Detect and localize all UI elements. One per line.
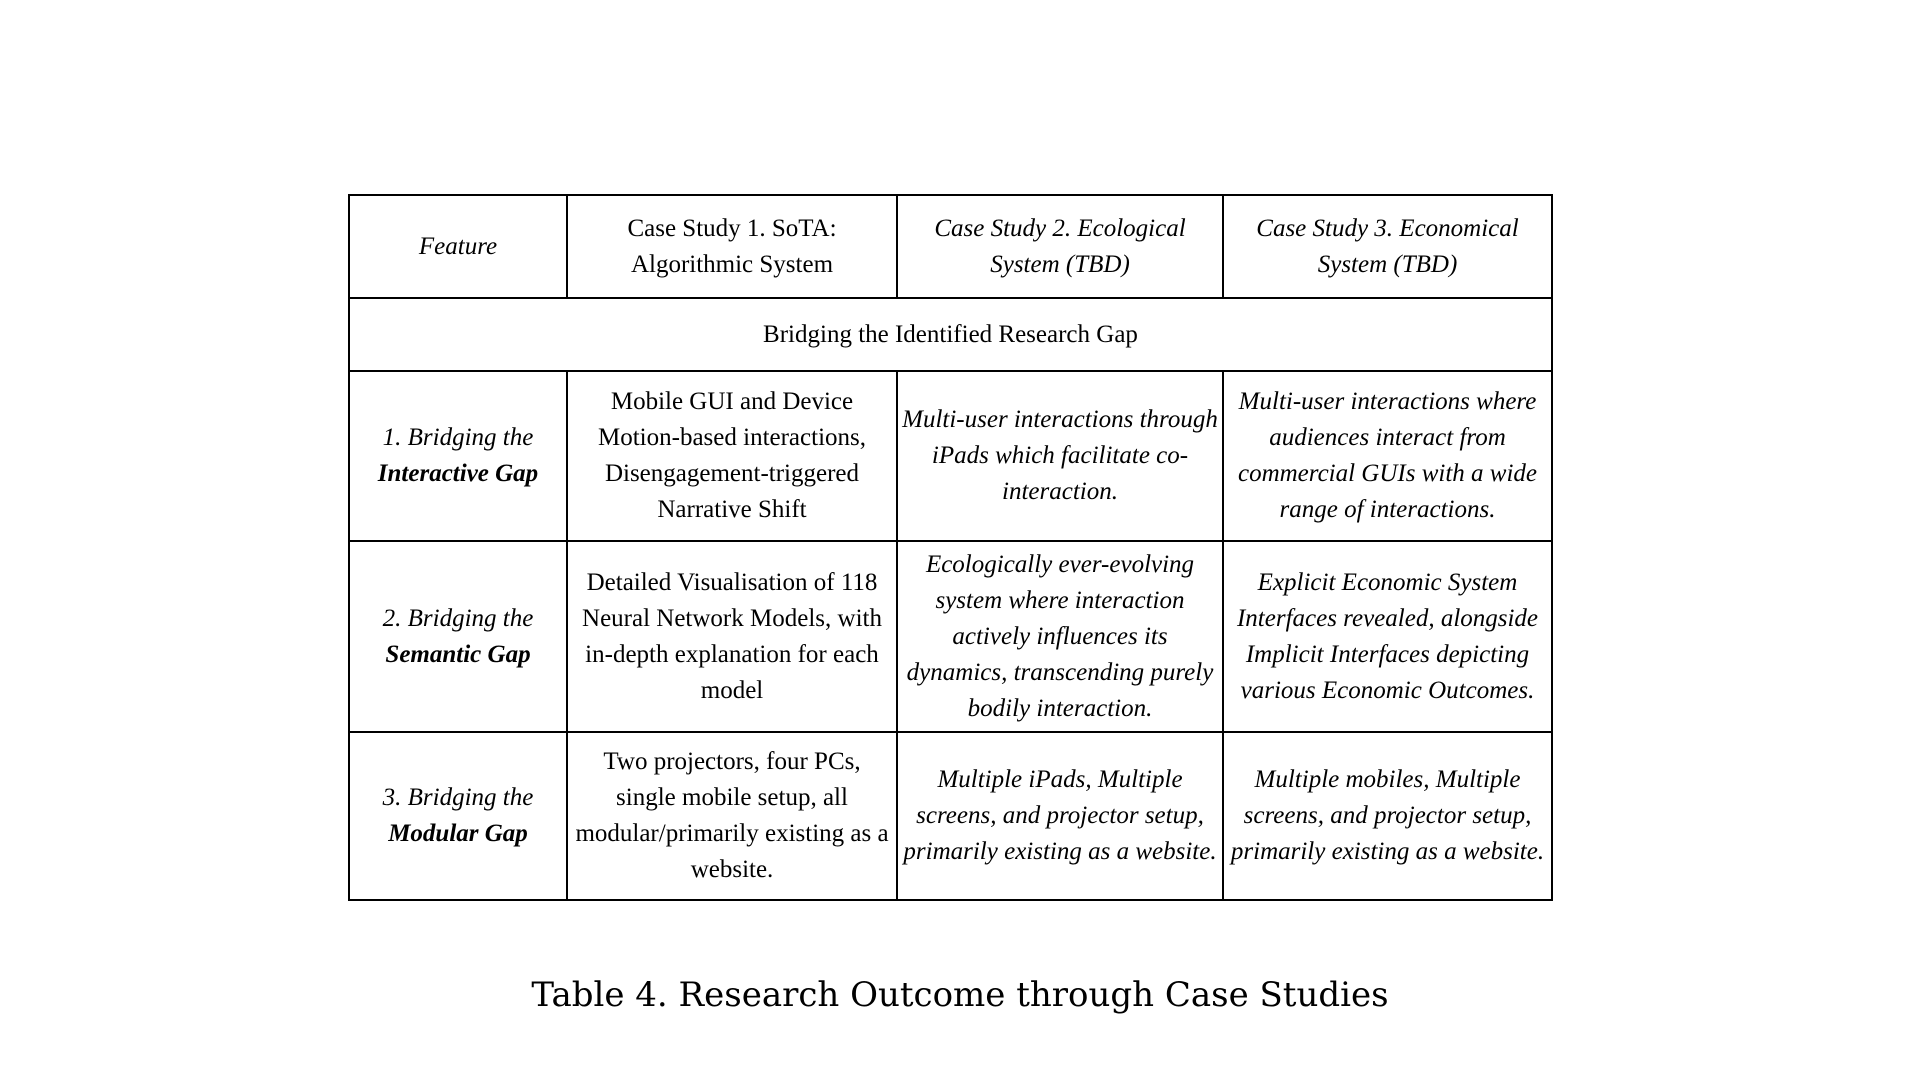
- header-case-study-2: Case Study 2. Ecological System (TBD): [896, 194, 1224, 299]
- section-row: Bridging the Identified Research Gap: [348, 297, 1553, 372]
- header-case-study-3: Case Study 3. Economical System (TBD): [1222, 194, 1553, 299]
- header-feature: Feature: [348, 194, 568, 299]
- feature-name: Interactive Gap: [377, 460, 539, 487]
- research-outcome-table-container: Feature Case Study 1. SoTA: Algorithmic …: [348, 194, 1553, 901]
- table-caption: Table 4. Research Outcome through Case S…: [531, 975, 1389, 1015]
- cell-case-2-modular: Multiple iPads, Multiple screens, and pr…: [896, 731, 1224, 901]
- header-case-study-1: Case Study 1. SoTA: Algorithmic System: [566, 194, 898, 299]
- feature-prefix: 2. Bridging the: [382, 604, 534, 632]
- table-row-semantic-gap: 2. Bridging the Semantic Gap Detailed Vi…: [348, 540, 1553, 733]
- cell-case-1-interactive: Mobile GUI and Device Motion-based inter…: [566, 370, 898, 542]
- cell-case-1-modular: Two projectors, four PCs, single mobile …: [566, 731, 898, 901]
- feature-prefix: 3. Bridging the: [382, 784, 534, 811]
- research-outcome-table: Feature Case Study 1. SoTA: Algorithmic …: [348, 194, 1553, 901]
- feature-name: Modular Gap: [388, 820, 528, 847]
- cell-case-2-interactive: Multi-user interactions through iPads wh…: [896, 370, 1224, 542]
- table-row-interactive-gap: 1. Bridging the Interactive Gap Mobile G…: [348, 370, 1553, 542]
- cell-case-3-modular: Multiple mobiles, Multiple screens, and …: [1222, 731, 1553, 901]
- feature-modular-gap: 3. Bridging the Modular Gap: [348, 731, 568, 901]
- section-title: Bridging the Identified Research Gap: [348, 297, 1553, 372]
- feature-interactive-gap: 1. Bridging the Interactive Gap: [348, 370, 568, 542]
- table-row-modular-gap: 3. Bridging the Modular Gap Two projecto…: [348, 731, 1553, 901]
- cell-case-3-interactive: Multi-user interactions where audiences …: [1222, 370, 1553, 542]
- cell-case-3-semantic: Explicit Economic System Interfaces reve…: [1222, 540, 1553, 733]
- feature-name: Semantic Gap: [385, 640, 531, 668]
- cell-case-2-semantic: Ecologically ever-evolving system where …: [896, 540, 1224, 733]
- cell-case-1-semantic: Detailed Visualisation of 118 Neural Net…: [566, 540, 898, 733]
- feature-semantic-gap: 2. Bridging the Semantic Gap: [348, 540, 568, 733]
- table-header-row: Feature Case Study 1. SoTA: Algorithmic …: [348, 194, 1553, 299]
- feature-prefix: 1. Bridging the: [382, 424, 534, 451]
